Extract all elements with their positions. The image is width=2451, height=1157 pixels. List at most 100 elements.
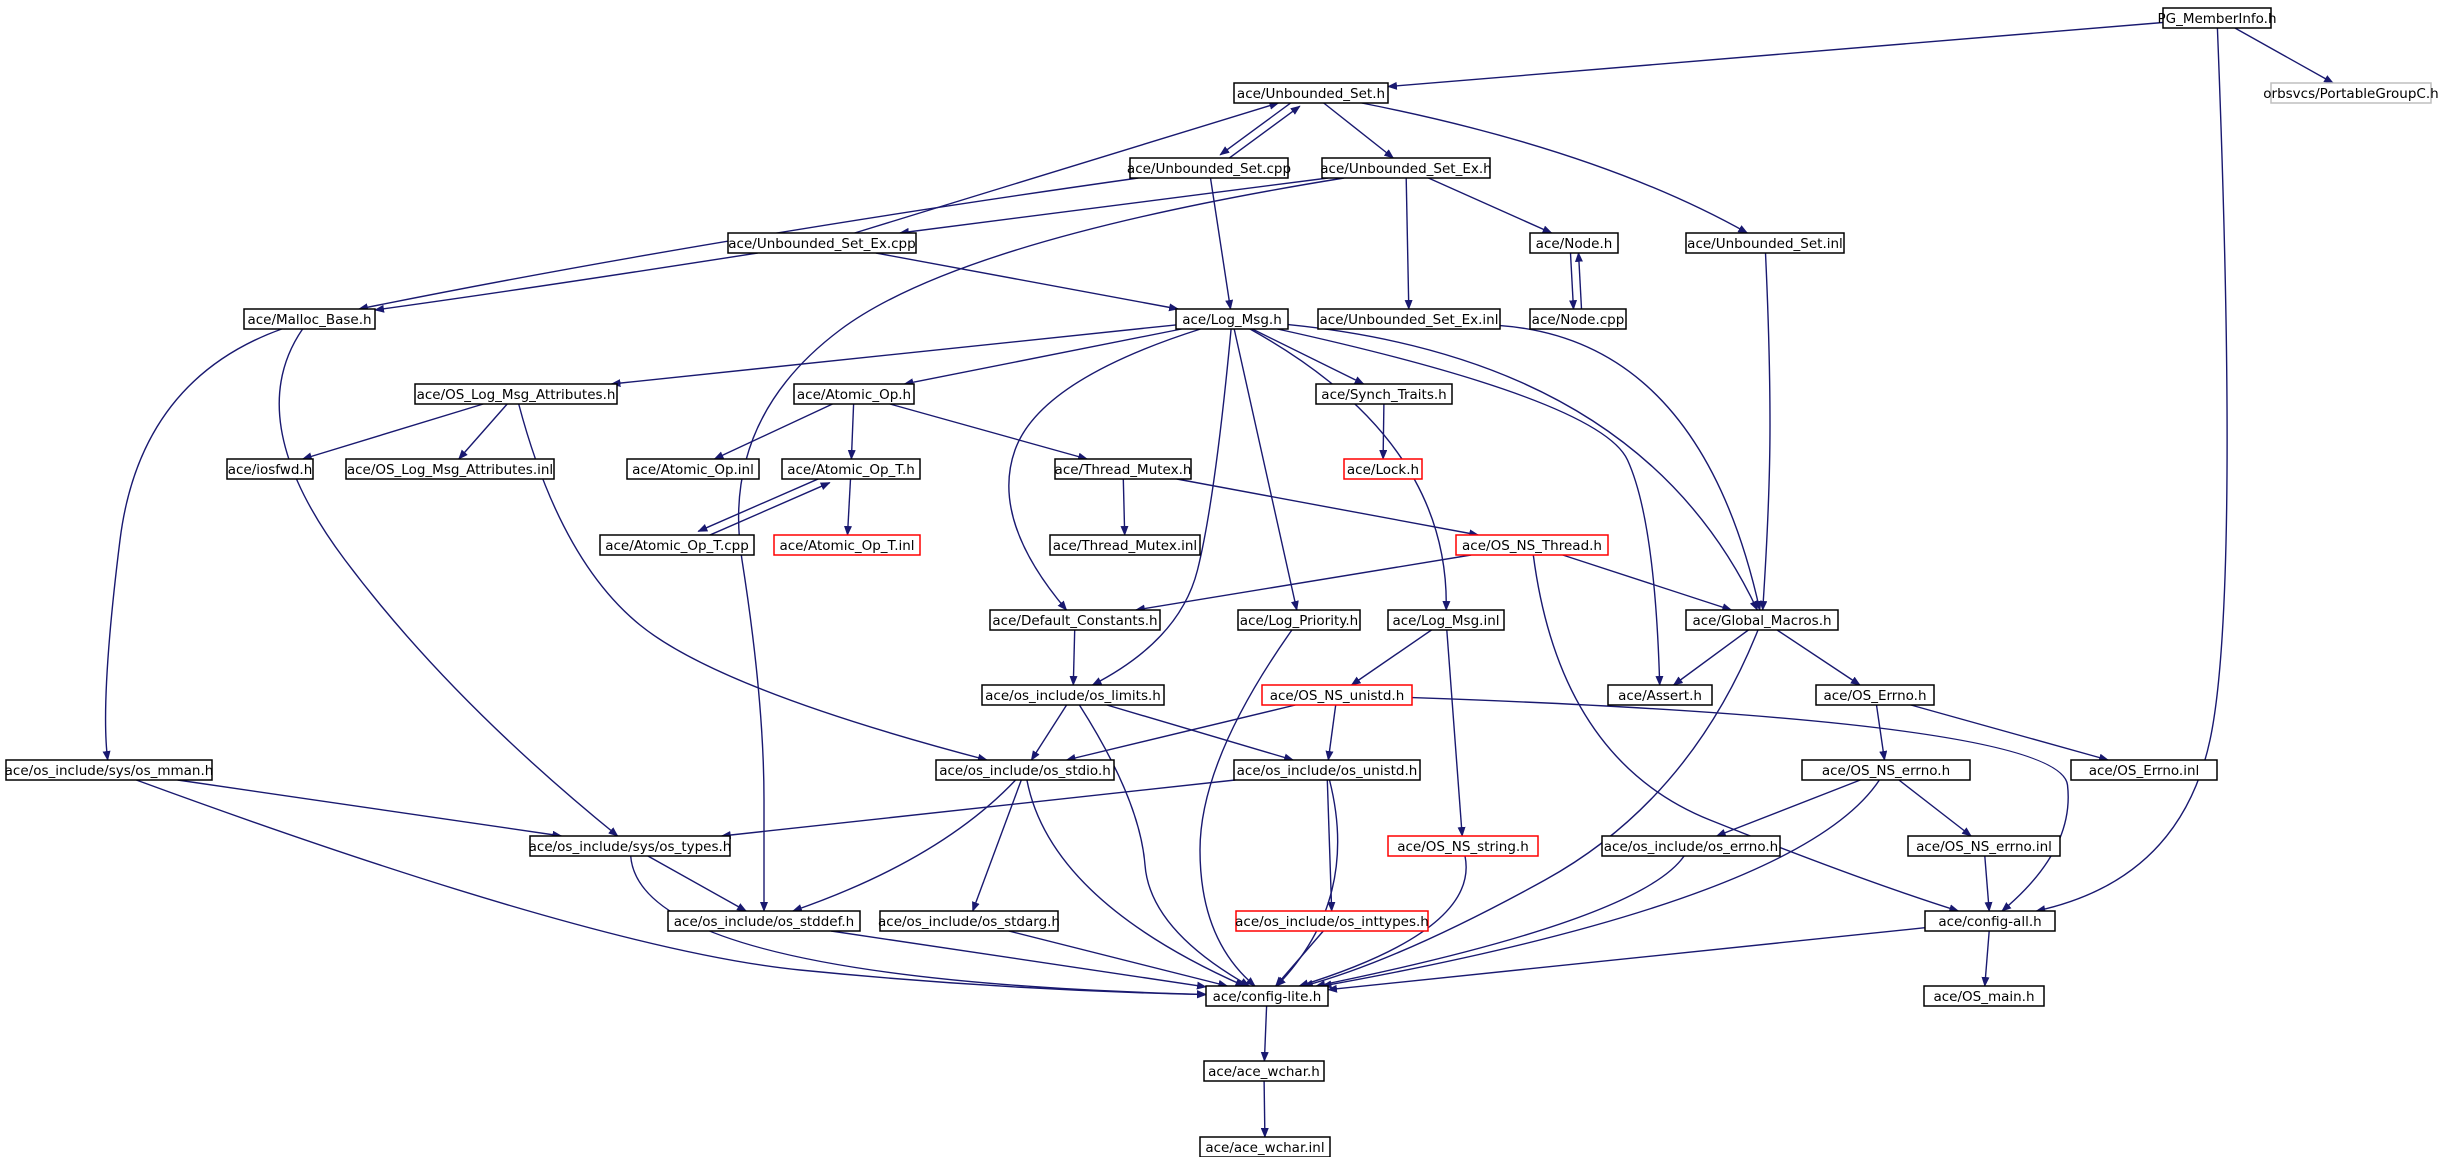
node-osnsstring[interactable]: ace/OS_NS_string.h: [1387, 835, 1539, 857]
node-box: [1685, 232, 1845, 254]
node-osstdarg[interactable]: ace/os_include/os_stdarg.h: [878, 910, 1060, 932]
node-label: ace/Log_Msg.inl: [1392, 613, 1499, 629]
edge-osstddef-to-configlite: [830, 930, 1207, 990]
node-label: ace/Unbounded_Set_Ex.inl: [1320, 312, 1499, 328]
edge-threadmutex-to-threadmutexinl: [1120, 478, 1129, 536]
edge-osnsthread-to-configall: [1532, 554, 1960, 913]
node-portable[interactable]: orbsvcs/PortableGroupC.h: [2263, 82, 2439, 104]
edge-osunistd-to-ostypes: [720, 779, 1236, 840]
node-osstddef[interactable]: ace/os_include/os_stddef.h: [667, 910, 861, 932]
node-ostypes[interactable]: ace/os_include/sys/os_types.h: [529, 835, 732, 857]
node-box: [1907, 835, 2061, 857]
edge-oslimits-to-osunistd: [1106, 704, 1295, 762]
node-oslogattr[interactable]: ace/OS_Log_Msg_Attributes.h: [414, 383, 618, 405]
node-box: [1801, 759, 1971, 781]
node-box: [667, 910, 861, 932]
node-osunistd[interactable]: ace/os_include/os_unistd.h: [1233, 759, 1421, 781]
edge-globalmacros-to-configlite: [1302, 629, 1759, 988]
edge-osnsthread-to-globalmacros: [1562, 554, 1733, 612]
node-label: ace/Assert.h: [1618, 688, 1702, 704]
node-assert[interactable]: ace/Assert.h: [1607, 684, 1713, 706]
node-oslogattrinl[interactable]: ace/OS_Log_Msg_Attributes.inl: [345, 458, 555, 480]
node-iosfwd[interactable]: ace/iosfwd.h: [226, 458, 314, 480]
node-box: [1815, 684, 1935, 706]
node-acewcharinl[interactable]: ace/ace_wchar.inl: [1199, 1136, 1331, 1157]
node-logmsg[interactable]: ace/Log_Msg.h: [1175, 308, 1289, 330]
node-lock[interactable]: ace/Lock.h: [1343, 458, 1423, 480]
node-ubsetcpp[interactable]: ace/Unbounded_Set.cpp: [1127, 157, 1291, 179]
node-threadmutexinl[interactable]: ace/Thread_Mutex.inl: [1049, 534, 1201, 556]
node-oslimits[interactable]: ace/os_include/os_limits.h: [981, 684, 1165, 706]
edge-logmsg-to-atomicop: [903, 328, 1182, 387]
edge-atomicopt-to-atomicoptinl: [843, 478, 852, 536]
node-oserrnoinl[interactable]: ace/OS_Errno.inl: [2070, 759, 2218, 781]
node-osmain[interactable]: ace/OS_main.h: [1923, 985, 2045, 1007]
node-label: ace/Atomic_Op.inl: [632, 462, 754, 478]
edge-ubsetcpp-to-logmsg: [1209, 177, 1234, 310]
node-label: ace/config-lite.h: [1213, 989, 1322, 1005]
node-label: ace/Atomic_Op_T.inl: [779, 538, 914, 554]
node-logmsginl[interactable]: ace/Log_Msg.inl: [1387, 609, 1505, 631]
node-atomicoptinl[interactable]: ace/Atomic_Op_T.inl: [773, 534, 921, 556]
node-synch[interactable]: ace/Synch_Traits.h: [1315, 383, 1453, 405]
node-threadmutex[interactable]: ace/Thread_Mutex.h: [1054, 458, 1192, 480]
node-atomicoptcpp[interactable]: ace/Atomic_Op_T.cpp: [599, 534, 755, 556]
node-ubsetexcpp[interactable]: ace/Unbounded_Set_Ex.cpp: [727, 232, 917, 254]
node-box: [935, 759, 1115, 781]
edge-ubset-to-ubsetex: [1323, 102, 1395, 159]
node-ubsetexinl[interactable]: ace/Unbounded_Set_Ex.inl: [1317, 308, 1501, 330]
edge-ubsetexcpp-to-malloc: [374, 252, 758, 313]
node-configall[interactable]: ace/config-all.h: [1924, 910, 2056, 932]
edge-globalmacros-to-oserrno: [1776, 629, 1861, 686]
node-osnserrno[interactable]: ace/OS_NS_errno.h: [1801, 759, 1971, 781]
node-box: [2270, 82, 2432, 104]
node-label: ace/config-all.h: [1938, 914, 2041, 930]
edge-ubsetinl-to-globalmacros: [1759, 252, 1771, 611]
node-nodecpp[interactable]: ace/Node.cpp: [1529, 308, 1627, 330]
node-label: ace/os_include/os_unistd.h: [1237, 763, 1418, 779]
edge-ubsetex-to-ubsetexcpp: [898, 177, 1329, 236]
node-label: ace/OS_NS_string.h: [1397, 839, 1529, 855]
node-box: [793, 383, 915, 405]
node-box: [879, 910, 1059, 932]
edge-osnserrno-to-oserrnoh: [1715, 779, 1861, 837]
node-logprio[interactable]: ace/Log_Priority.h: [1237, 609, 1361, 631]
node-ubset[interactable]: ace/Unbounded_Set.h: [1233, 82, 1389, 104]
node-node[interactable]: ace/Node.h: [1529, 232, 1619, 254]
node-configlite[interactable]: ace/config-lite.h: [1205, 985, 1329, 1007]
node-oserrno[interactable]: ace/OS_Errno.h: [1815, 684, 1935, 706]
node-label: ace/os_include/os_stdio.h: [939, 763, 1111, 779]
node-oserrnoh[interactable]: ace/os_include/os_errno.h: [1601, 835, 1781, 857]
edge-logmsg-to-logprio: [1233, 328, 1299, 611]
node-ubsetinl[interactable]: ace/Unbounded_Set.inl: [1685, 232, 1845, 254]
node-globalmacros[interactable]: ace/Global_Macros.h: [1685, 609, 1839, 631]
node-atomicopt[interactable]: ace/Atomic_Op_T.h: [781, 458, 921, 480]
node-osinttypes[interactable]: ace/os_include/os_inttypes.h: [1235, 910, 1429, 932]
node-atomicopinl[interactable]: ace/Atomic_Op.inl: [626, 458, 760, 480]
node-box: [981, 684, 1165, 706]
node-osmman[interactable]: ace/os_include/sys/os_mman.h: [5, 759, 214, 781]
node-box: [1261, 684, 1413, 706]
node-label: ace/OS_Errno.h: [1823, 688, 1926, 704]
node-pgmember[interactable]: PG_MemberInfo.h: [2157, 7, 2277, 29]
node-label: ace/Unbounded_Set_Ex.cpp: [728, 236, 915, 252]
node-label: ace/Unbounded_Set.cpp: [1127, 161, 1291, 177]
node-box: [243, 308, 376, 330]
node-osnsunistd[interactable]: ace/OS_NS_unistd.h: [1261, 684, 1413, 706]
node-malloc[interactable]: ace/Malloc_Base.h: [243, 308, 376, 330]
node-atomicop[interactable]: ace/Atomic_Op.h: [793, 383, 915, 405]
node-label: ace/os_include/os_inttypes.h: [1235, 914, 1429, 930]
node-acewchar[interactable]: ace/ace_wchar.h: [1203, 1060, 1325, 1082]
edge-configall-to-configlite: [1327, 927, 1926, 993]
node-osstdio[interactable]: ace/os_include/os_stdio.h: [935, 759, 1115, 781]
edge-osinttypes-to-configlite: [1275, 930, 1324, 987]
node-osnsthread[interactable]: ace/OS_NS_Thread.h: [1455, 534, 1609, 556]
edge-threadmutex-to-osnsthread: [1176, 478, 1480, 538]
edge-logmsg-to-globalmacros: [1287, 323, 1758, 611]
node-ubsetex[interactable]: ace/Unbounded_Set_Ex.h: [1320, 157, 1492, 179]
node-box: [1203, 1060, 1325, 1082]
edge-oserrno-to-oserrnoinl: [1910, 704, 2110, 762]
edge-atomicop-to-atomicopinl: [713, 403, 833, 460]
node-defconst[interactable]: ace/Default_Constants.h: [989, 609, 1161, 631]
node-osnserrnoinl[interactable]: ace/OS_NS_errno.inl: [1907, 835, 2061, 857]
